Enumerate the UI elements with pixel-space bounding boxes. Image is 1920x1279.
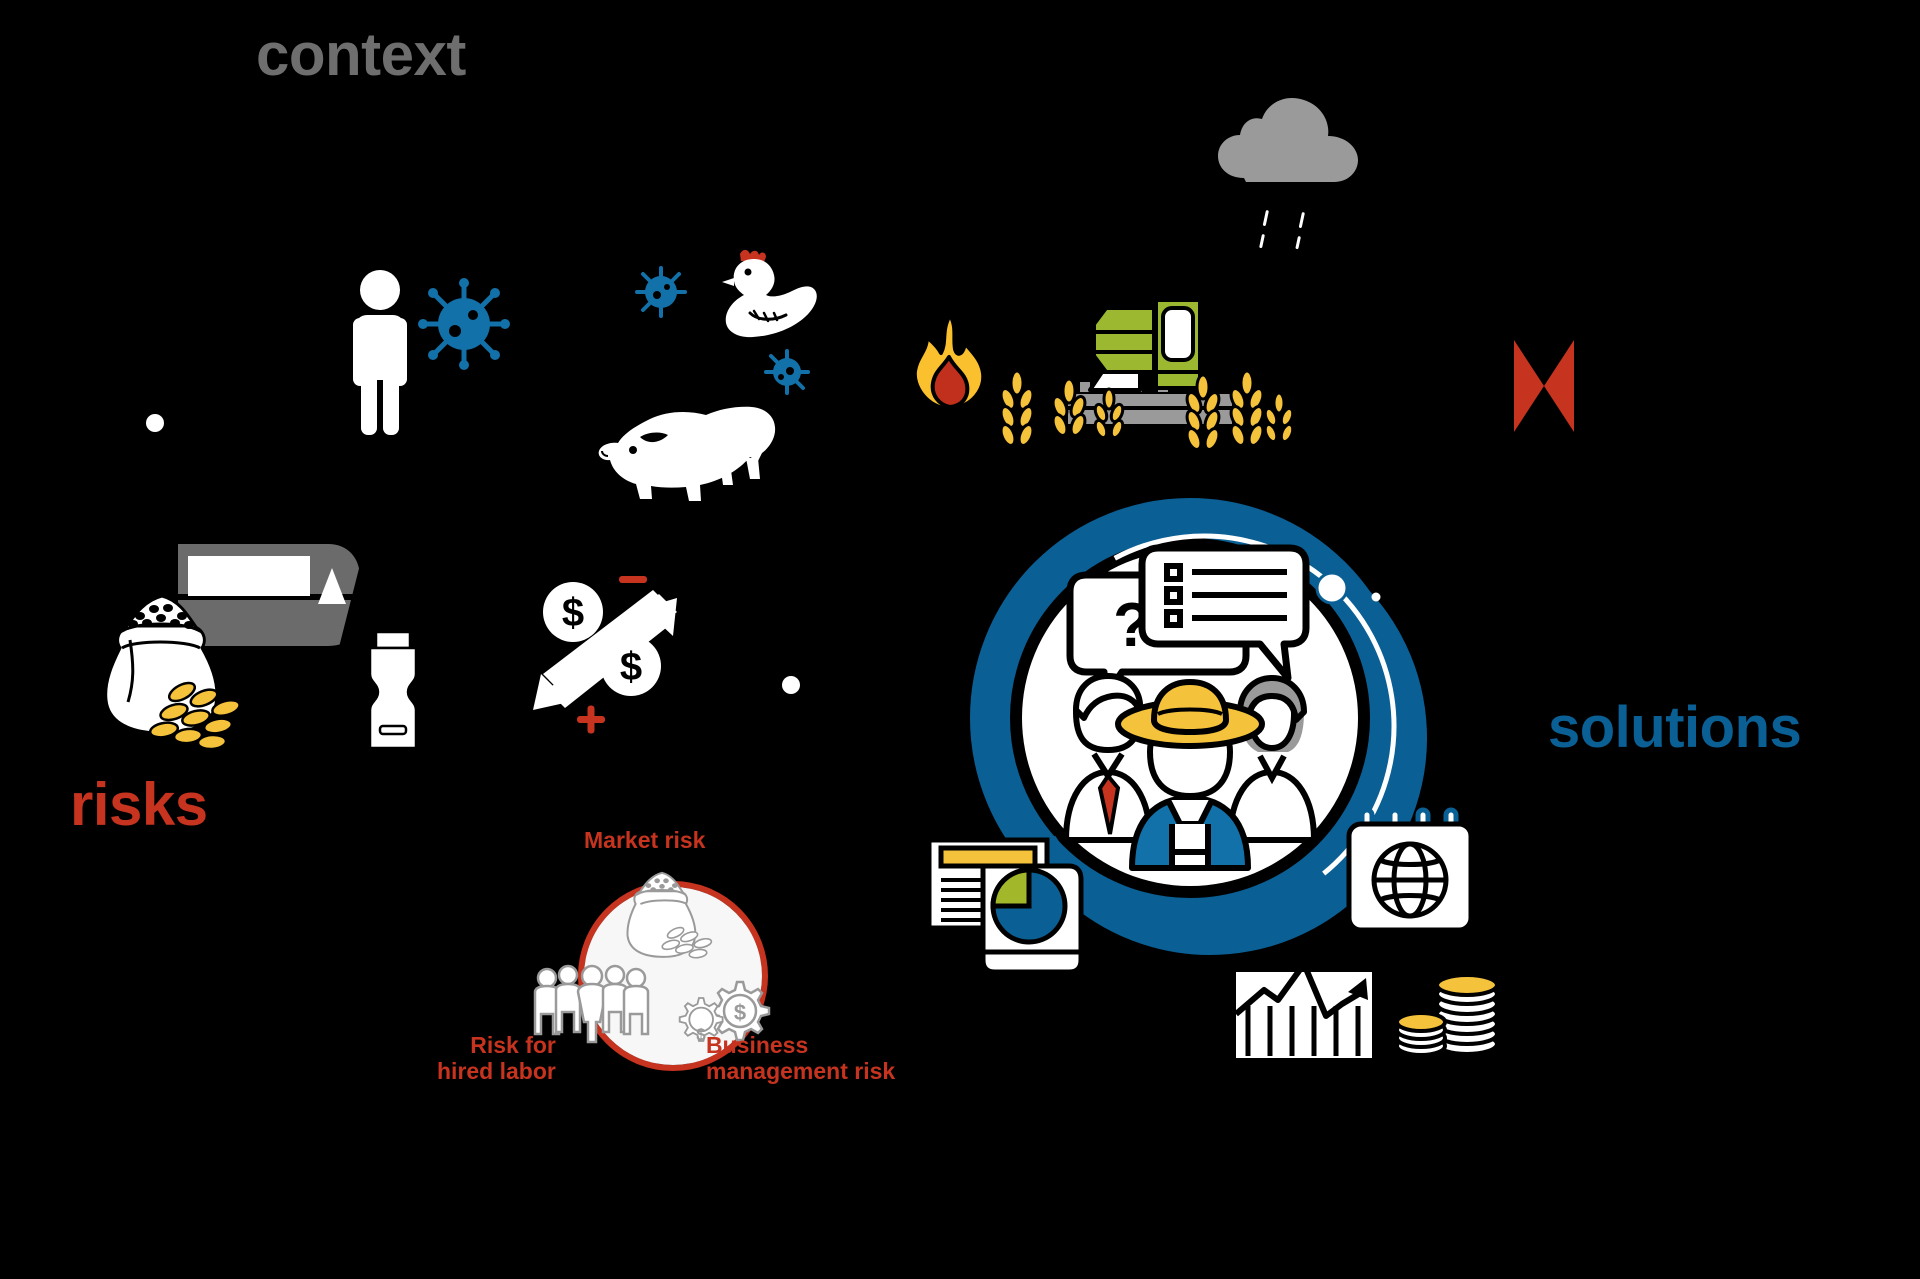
virus-large-icon [418,278,510,370]
rain-cloud-icon [1212,92,1372,250]
price-volatility-icon: $ $ [525,568,695,738]
section-label-risks: risks [70,771,208,838]
virus-tiny-icon [763,348,811,396]
fire-icon [905,313,995,413]
plus-sign-icon [577,705,605,734]
dot-center [782,676,800,694]
svg-text:$: $ [562,591,584,635]
calendar-globe-icon [1345,807,1475,938]
risk-label-hired-line1: Risk for [470,1032,556,1058]
virus-small-icon [634,265,688,319]
milk-can-icon [358,630,428,750]
dollar-coin-icon: $ [543,582,603,642]
grain-sack-icon [100,578,280,758]
chicken-icon [710,245,820,340]
workers-group-icon [533,964,650,1044]
svg-text:$: $ [620,645,642,689]
minus-sign-icon [619,576,647,583]
risk-label-hired-labor: Risk for hired labor [437,1032,556,1085]
pig-icon [596,395,786,505]
dot-orbit-small [1371,592,1381,602]
stakeholders-icon [1063,673,1317,871]
dot-orbit-large [1315,571,1349,605]
svg-text:$: $ [696,1025,706,1044]
grain-sack-icon [626,871,713,959]
gears-dollar-icon: $ $ [678,980,771,1044]
svg-text:$: $ [734,1000,746,1025]
risk-label-market-text: Market risk [584,827,706,853]
risk-label-hired-line2: hired labor [437,1058,556,1085]
report-pie-chart-icon [926,837,1117,978]
risk-label-business-line1: Business [706,1032,809,1058]
section-label-context: context [256,21,466,88]
risk-label-market: Market risk [584,827,705,853]
speech-bubble-checklist-icon [1138,544,1310,682]
person-silhouette-icon [345,270,415,435]
risk-label-business-management: Business management risk [706,1032,895,1085]
risk-label-business-line2: management risk [706,1058,896,1085]
hourglass-icon [1510,338,1578,434]
truck-silhouette-icon [178,538,382,663]
risk-triangle-diagram: $ $ [528,858,818,1078]
growth-chart-icon [1234,960,1374,1060]
coin-stacks-icon [1395,972,1505,1062]
section-label-solutions: solutions [1548,695,1802,760]
dollar-coin-icon: $ [601,636,661,696]
wheat-stalk-icon [995,369,1295,455]
dot-left [146,414,164,432]
